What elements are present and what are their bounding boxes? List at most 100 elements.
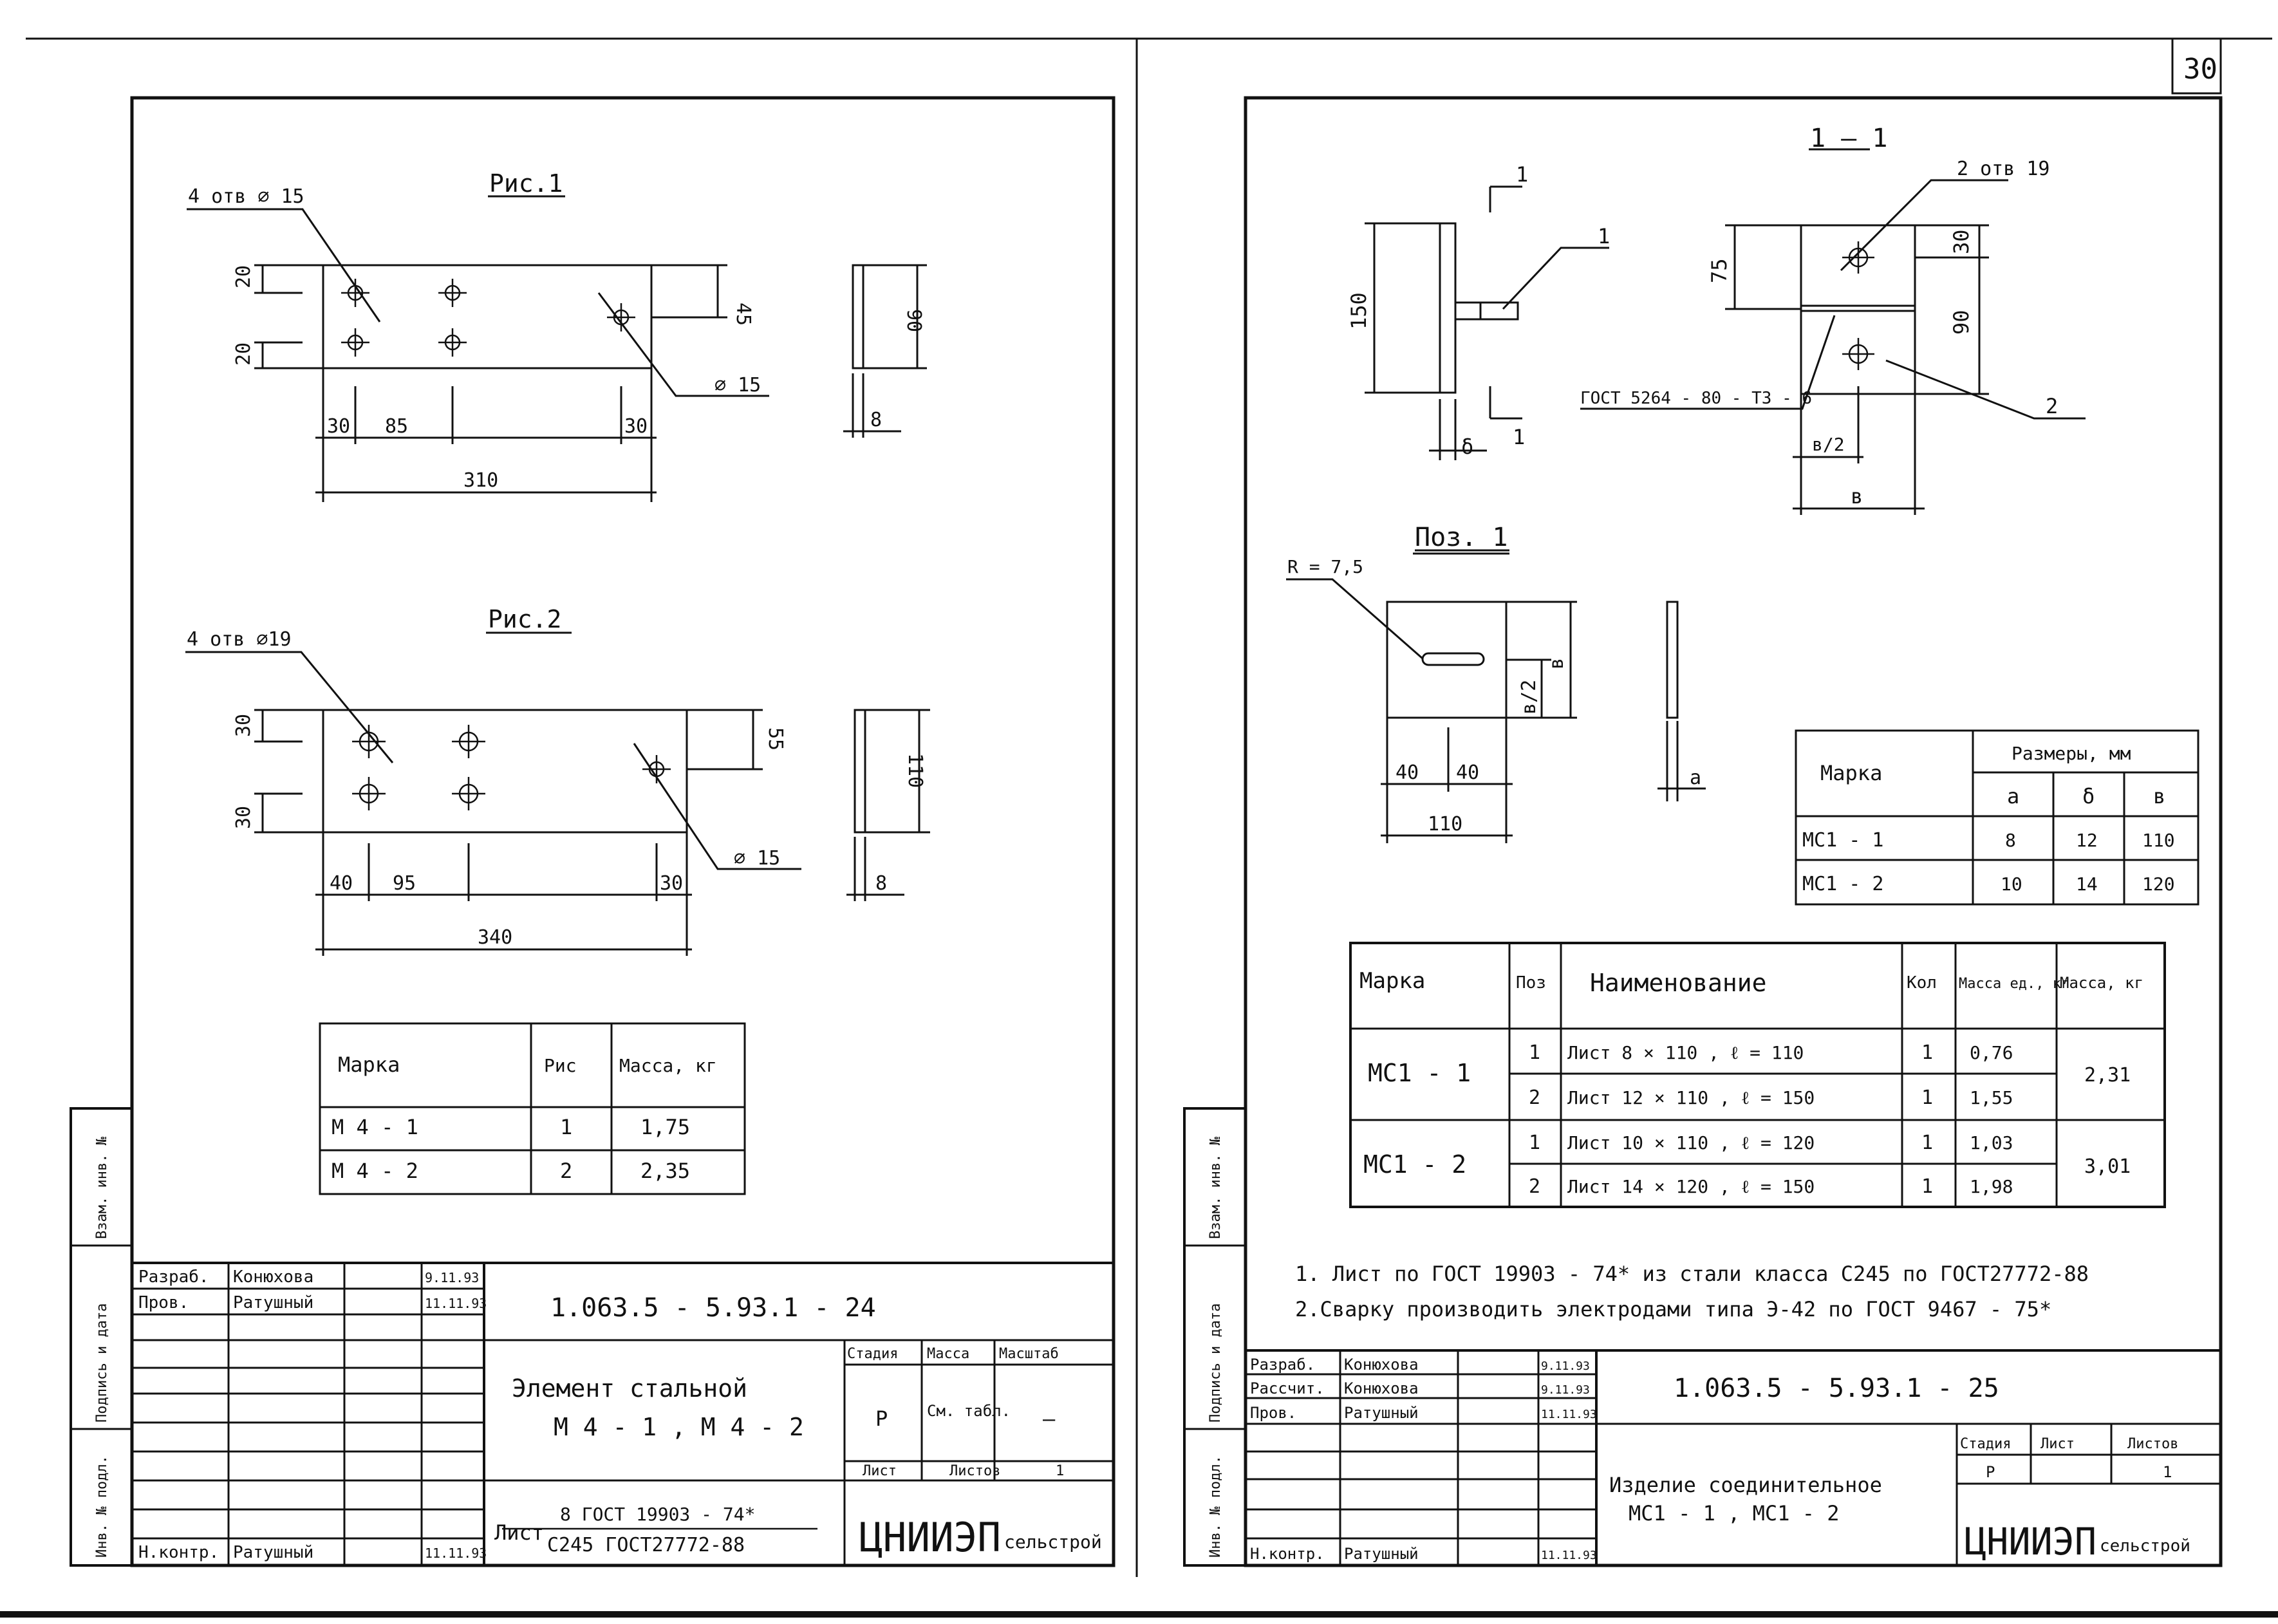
- spec-g1-r2-mass: 1,55: [1970, 1087, 2013, 1108]
- section-1-1: [1365, 148, 2086, 555]
- side-stamp-left-3: Инв. № подл.: [94, 1455, 110, 1558]
- fig1-dim-30b: 30: [624, 415, 648, 438]
- stamp-left-sheet-label: Лист: [863, 1463, 897, 1479]
- pos1-dim-b2: в/2: [1518, 680, 1540, 714]
- stamp-left-title-2: М 4 - 1 , М 4 - 2: [554, 1413, 804, 1441]
- stamp-right-col-sheet: Лист: [2040, 1436, 2075, 1452]
- stamp-left-name-1: Конюхова: [233, 1267, 313, 1287]
- stamp-right-title-2: МС1 - 1 , МС1 - 2: [1629, 1501, 1840, 1526]
- stamp-right-date-1: 9.11.93: [1541, 1359, 1590, 1373]
- fig2-dim-30b: 30: [232, 806, 255, 829]
- stamp-right-name-1: Конюхова: [1344, 1356, 1419, 1374]
- section-title: 1 — 1: [1810, 124, 1887, 153]
- section-weld-callout: ГОСТ 5264 - 80 - Т3 - 6: [1580, 389, 1812, 408]
- fig1-labels: Рис.1 4 отв ⌀ 15 ⌀ 15 20 20 45 30 85 30 …: [188, 169, 925, 492]
- dims-table-r2-b: 120: [2142, 873, 2175, 895]
- fig2-dim-95: 95: [393, 872, 416, 895]
- pos1-drawing: [1286, 549, 1706, 843]
- stamp-left-role-2: Пров.: [138, 1293, 189, 1312]
- side-stamp-left-2: Подпись и дата: [94, 1303, 110, 1423]
- fig1-dim-30a: 30: [327, 415, 350, 438]
- side-stamp-right-2: Подпись и дата: [1208, 1303, 1224, 1423]
- stamp-right-date-2: 9.11.93: [1541, 1383, 1590, 1397]
- stamp-right-col-stage: Стадия: [1960, 1436, 2011, 1452]
- mass-table-r1-mass: 1,75: [640, 1115, 690, 1139]
- stamp-left-col-stage: Стадия: [847, 1346, 898, 1362]
- mass-table-r2-mark: М 4 - 2: [331, 1159, 418, 1183]
- stamp-right-name-3: Ратушный: [1344, 1404, 1419, 1422]
- fig2-dim-110: 110: [904, 753, 926, 788]
- stamp-left-date-2: 11.11.93: [425, 1296, 487, 1311]
- spec-g1-r2-pos: 2: [1529, 1087, 1540, 1109]
- dims-table-col-a: а: [2007, 784, 2019, 808]
- title-block-left: Разраб. Конюхова 9.11.93 Пров. Ратушный …: [94, 1137, 1114, 1565]
- section-dim-75: 75: [1707, 258, 1732, 283]
- spec-header-name: Наименование: [1590, 969, 1767, 997]
- spec-g1-r1-pos: 1: [1529, 1041, 1540, 1064]
- stamp-left-org-small: сельстрой: [1004, 1531, 1102, 1553]
- spec-g1-r1-qty: 1: [1921, 1041, 1933, 1064]
- stamp-left-date-1: 9.11.93: [425, 1270, 479, 1285]
- note-2: 2.Сварку производить электродами типа Э-…: [1295, 1297, 2051, 1321]
- pos1-title: Поз. 1: [1415, 523, 1508, 552]
- dims-table-col-delta: δ: [2082, 784, 2095, 808]
- pos1-dim-b: в: [1545, 658, 1568, 669]
- mass-table-header-fig: Рис: [544, 1055, 577, 1076]
- stamp-right-role-2: Рассчит.: [1250, 1379, 1325, 1397]
- dims-table-r2-mark: МС1 - 2: [1802, 873, 1883, 895]
- fig1-dim-45: 45: [732, 303, 754, 326]
- section-dim-b: в: [1851, 484, 1863, 509]
- spec-header-mark: Марка: [1359, 968, 1425, 994]
- stamp-right-stage: Р: [1986, 1463, 1995, 1481]
- stamp-left-col-mass: Масса: [927, 1346, 969, 1362]
- stamp-left-scale: —: [1043, 1406, 1056, 1431]
- mass-table-r1-fig: 1: [560, 1115, 572, 1139]
- fig1-holes-callout: 4 отв ⌀ 15: [188, 185, 304, 208]
- stamp-left-material-top: 8 ГОСТ 19903 - 74*: [560, 1504, 755, 1525]
- spec-g2-r1-qty: 1: [1921, 1132, 1933, 1154]
- stamp-right-org-small: сельстрой: [2100, 1536, 2190, 1556]
- spec-g1-r1-mass: 0,76: [1970, 1042, 2013, 1063]
- fig1-title: Рис.1: [489, 169, 563, 198]
- fig2-title: Рис.2: [488, 605, 561, 633]
- mass-table-r2-mass: 2,35: [640, 1159, 690, 1183]
- fig2-dim-30c: 30: [660, 872, 683, 895]
- spec-g2-mark: МС1 - 2: [1363, 1150, 1466, 1179]
- pos1-dim-110: 110: [1428, 813, 1462, 835]
- dims-table: Марка Размеры, мм а δ в МС1 - 1 8 12 110…: [1795, 729, 2199, 906]
- section-labels: 1 — 1 1 1 1 2 150 δ 75 30 90 2 отв 19 ГО…: [1347, 124, 2058, 509]
- pos1-dim-a: а: [1690, 767, 1701, 789]
- stamp-left-stage: Р: [875, 1406, 888, 1431]
- fig1-hole-callout: ⌀ 15: [714, 374, 761, 397]
- pos1-dim-40b: 40: [1456, 761, 1479, 784]
- fig2-dim-40: 40: [330, 872, 353, 895]
- pos1-dim-40a: 40: [1396, 761, 1419, 784]
- title-block-right: Разраб. Конюхова 9.11.93 Рассчит. Конюхо…: [1208, 1137, 2221, 1565]
- spec-g2-r1-pos: 1: [1529, 1132, 1540, 1154]
- spec-g2-r1-name: Лист 10 × 110 , ℓ = 120: [1567, 1132, 1815, 1153]
- stamp-right-date-3: 11.11.93: [1541, 1408, 1597, 1421]
- stamp-right-nkontr-role: Н.контр.: [1250, 1545, 1325, 1563]
- spec-g1-r2-name: Лист 12 × 110 , ℓ = 150: [1567, 1087, 1815, 1108]
- fig2-labels: Рис.2 4 отв ⌀19 ⌀ 15 30 30 55 40 95 30 3…: [187, 605, 926, 949]
- page-number: 30: [2183, 53, 2217, 86]
- fig1-dim-90: 90: [902, 309, 925, 332]
- dims-table-mark-header: Марка: [1820, 761, 1882, 785]
- section-dim-30: 30: [1949, 229, 1974, 254]
- side-stamp-left-1: Взам. инв. №: [94, 1137, 110, 1239]
- spec-g2-r2-qty: 1: [1921, 1175, 1933, 1198]
- stamp-left-nkontr-date: 11.11.93: [425, 1545, 487, 1561]
- fig2-dim-55: 55: [764, 727, 787, 751]
- spec-g2-r2-mass: 1,98: [1970, 1176, 2013, 1197]
- fig1-dim-20b: 20: [232, 342, 255, 366]
- spec-header-qty: Кол: [1907, 973, 1937, 993]
- stamp-left-nkontr-name: Ратушный: [233, 1543, 313, 1562]
- section-dim-b2: в/2: [1812, 434, 1845, 455]
- side-stamp-right-3: Инв. № подл.: [1208, 1455, 1224, 1558]
- spec-header-total-mass: Масса, кг: [2060, 974, 2143, 992]
- fig2-holes-callout: 4 отв ⌀19: [187, 628, 292, 651]
- mass-table-r1-mark: М 4 - 1: [331, 1115, 418, 1139]
- spec-g2-r2-name: Лист 14 × 120 , ℓ = 150: [1567, 1176, 1815, 1197]
- section-dim-150: 150: [1347, 292, 1371, 330]
